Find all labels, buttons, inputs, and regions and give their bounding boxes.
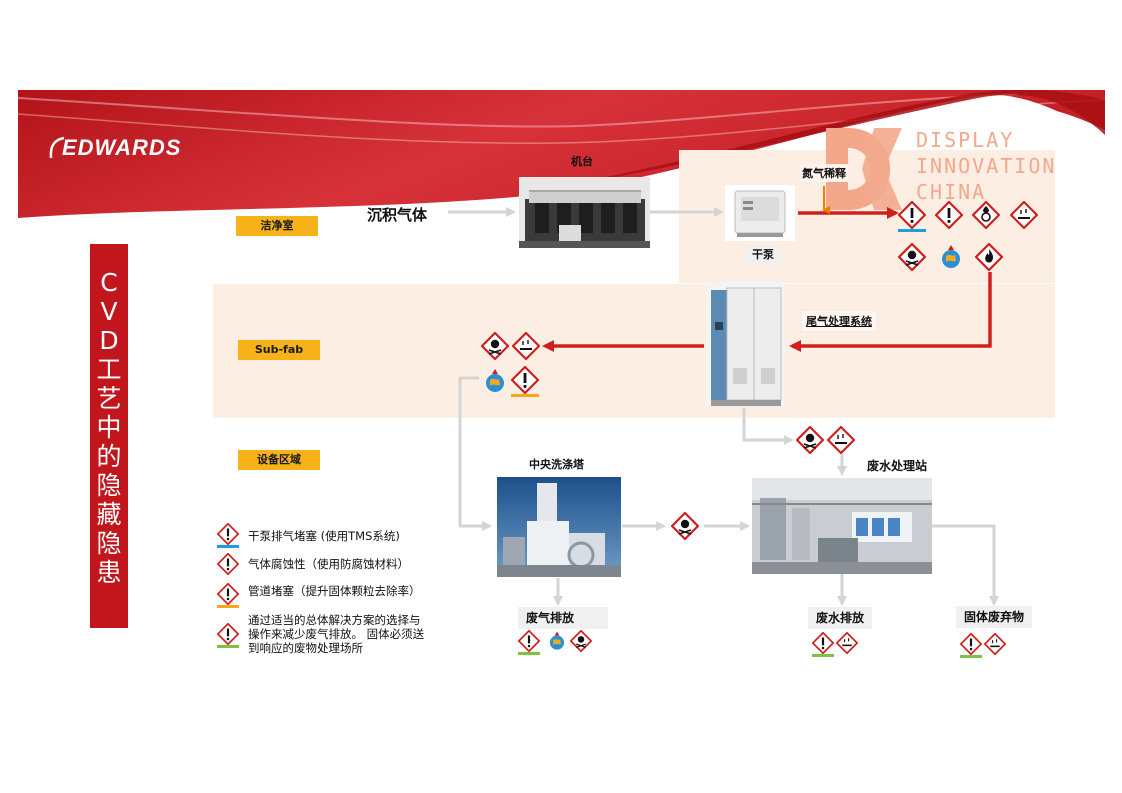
exclamation-hazard-icon: [812, 632, 834, 654]
equipment-area-tag: 设备区域: [238, 450, 320, 470]
scrubber-image: [497, 477, 621, 577]
dry-pump-image: [725, 185, 795, 241]
wastewater-plant-image: [752, 478, 932, 574]
logo-swoosh-icon: [49, 136, 65, 159]
watermark-line-1: DISPLAY: [916, 128, 1015, 152]
legend-item-1: 干泵排气堵塞 (使用TMS系统): [248, 529, 400, 543]
hazard-underline: [812, 654, 834, 657]
exhaust-emission-label: 废气排放: [518, 607, 608, 629]
corrosive-hazard-icon: [512, 332, 540, 360]
corrosive-hazard-icon: [1010, 201, 1038, 229]
hazard-underline: [518, 652, 540, 655]
exclamation-hazard-icon: [898, 201, 926, 229]
legend-item-2: 气体腐蚀性（使用防腐蚀材料）: [248, 557, 409, 571]
hazard-underline: [960, 655, 982, 658]
tool-image: [519, 177, 650, 248]
legend-exclamation-icon: [217, 523, 239, 545]
legend: 干泵排气堵塞 (使用TMS系统) 气体腐蚀性（使用防腐蚀材料） 管道堵塞（提升固…: [217, 523, 447, 663]
exclamation-hazard-icon: [511, 366, 539, 394]
corrosive-hazard-icon: [984, 633, 1006, 655]
title-bar: C V D 工 艺 中 的 隐 藏 隐 患: [90, 244, 128, 628]
clean-room-tag: 洁净室: [236, 216, 318, 236]
toxic-skull-hazard-icon: [796, 426, 824, 454]
edwards-logo: EDWARDS: [48, 133, 218, 163]
watermark-logo-icon: [826, 128, 902, 210]
watermark: DISPLAY INNOVATION CHINA: [826, 128, 1058, 210]
toxic-skull-hazard-icon: [671, 512, 699, 540]
legend-bar-yellow: [217, 605, 239, 608]
legend-item-4: 通过适当的总体解决方案的选择与操作来减少废气排放。 固体必须送到响应的废物处理场…: [248, 613, 425, 655]
hazard-underline: [511, 394, 539, 397]
subfab-zone: [213, 284, 1055, 418]
subfab-tag: Sub-fab: [238, 340, 320, 360]
logo-text: EDWARDS: [62, 135, 182, 160]
toxic-skull-hazard-icon: [481, 332, 509, 360]
abatement-system-label: 尾气处理系统: [801, 310, 877, 332]
exclamation-hazard-icon: [960, 633, 982, 655]
legend-clogging-icon: [217, 583, 239, 605]
hazard-underline: [898, 229, 926, 232]
toxic-skull-hazard-icon: [570, 630, 592, 652]
environment-hazard-icon: [546, 630, 568, 652]
flammable-hazard-icon: [975, 243, 1003, 271]
page-title: C V D 工 艺 中 的 隐 藏 隐 患: [96, 268, 122, 587]
exclamation-hazard-icon: [935, 201, 963, 229]
wastewater-discharge-label: 废水排放: [808, 607, 872, 629]
exclamation-hazard-icon: [518, 630, 540, 652]
oxidizer-hazard-icon: [972, 201, 1000, 229]
environment-hazard-icon: [937, 243, 965, 271]
toxic-skull-hazard-icon: [898, 243, 926, 271]
corrosive-hazard-icon: [836, 632, 858, 654]
legend-bar-blue: [217, 545, 239, 548]
n2-dilution-label: 氮气稀释: [800, 164, 848, 182]
environment-hazard-icon: [481, 367, 509, 395]
legend-corrosive-icon: [217, 553, 239, 575]
watermark-line-3: CHINA: [916, 180, 987, 204]
wastewater-plant-label: 废水处理站: [867, 459, 928, 473]
abatement-system-image: [707, 282, 785, 406]
tool-label: 机台: [571, 155, 593, 168]
watermark-line-2: INNOVATION: [916, 154, 1057, 178]
legend-bar-green: [217, 645, 239, 648]
legend-emission-icon: [217, 623, 239, 645]
scrubber-label: 中央洗涤塔: [529, 458, 584, 471]
solid-waste-label: 固体废弃物: [956, 606, 1032, 628]
deposition-gas-label: 沉积气体: [367, 206, 428, 224]
dry-pump-label: 干泵: [745, 246, 781, 264]
corrosive-hazard-icon: [827, 426, 855, 454]
legend-item-3: 管道堵塞（提升固体颗粒去除率）: [248, 584, 421, 598]
